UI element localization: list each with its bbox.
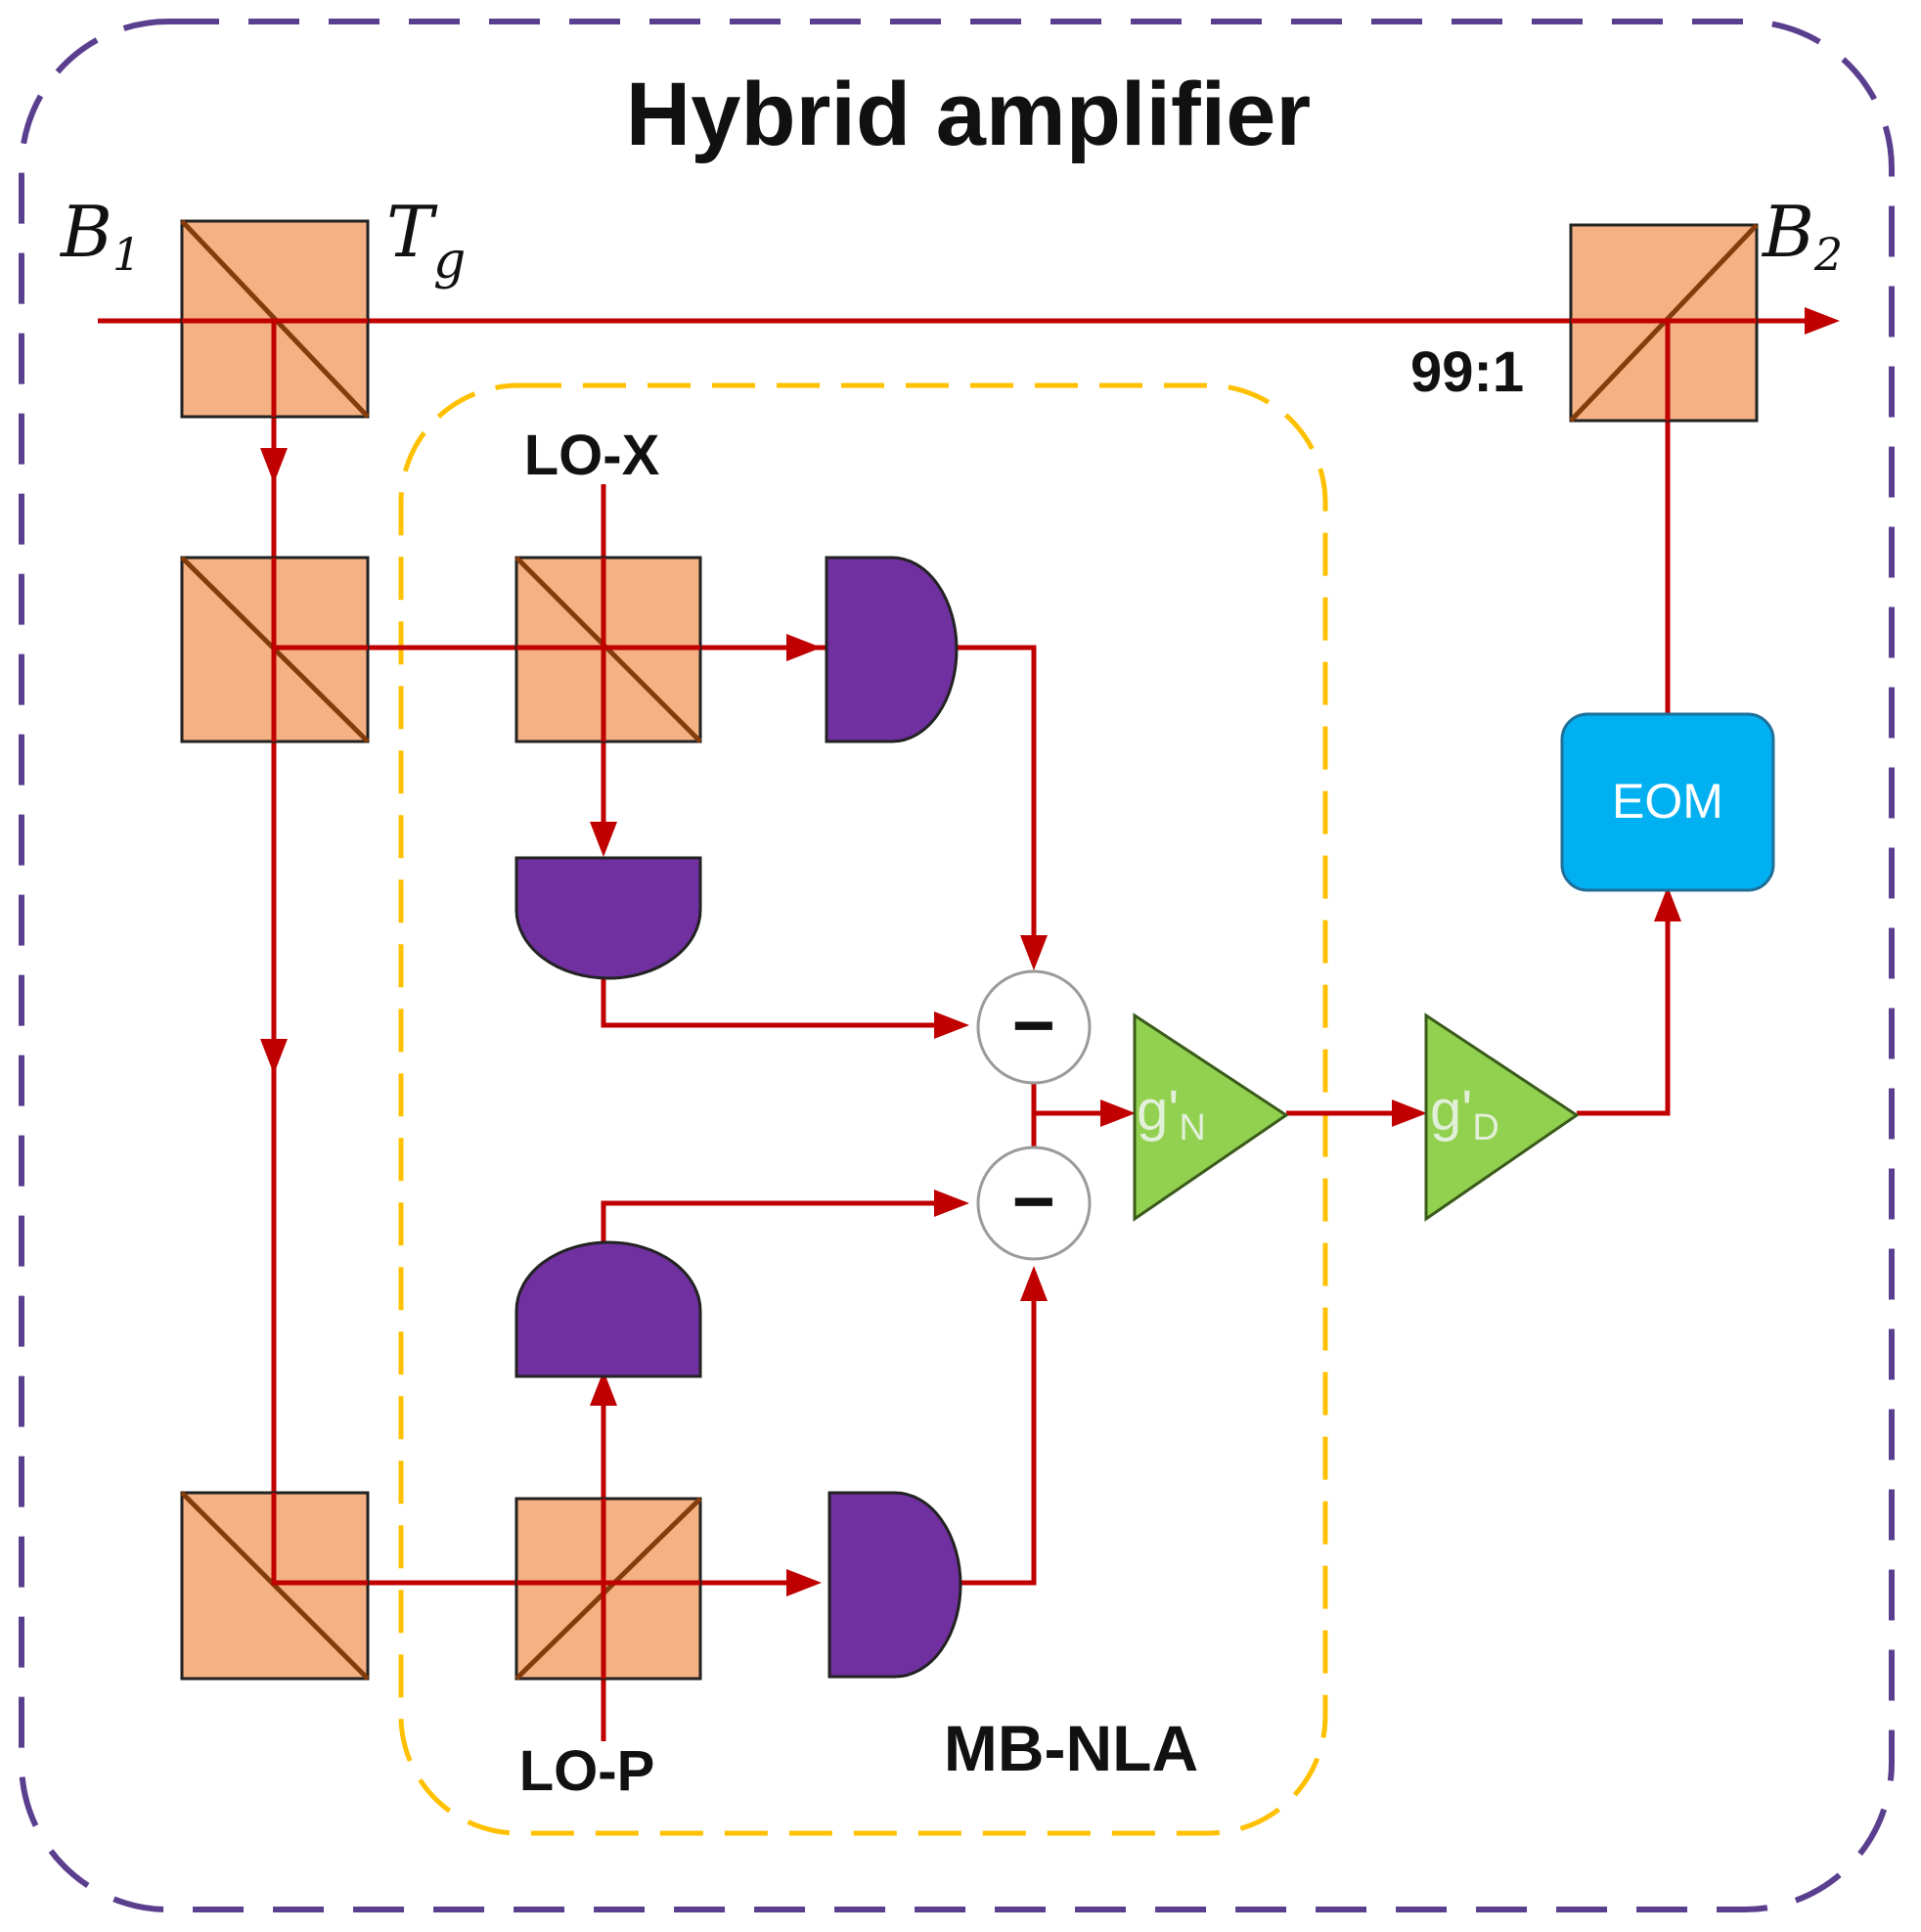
svg-text:−: − <box>1012 984 1055 1067</box>
gain-amplifier-n: g'N <box>1133 1012 1289 1222</box>
subtractor-x: − <box>976 969 1092 1085</box>
detector-p-b <box>514 1240 702 1378</box>
gain-n-label: g'N <box>1137 1079 1206 1148</box>
svg-text:EOM: EOM <box>1612 774 1723 829</box>
eom-block: EOM <box>1560 712 1775 892</box>
detector-p-a <box>827 1491 962 1679</box>
output-port-label: B2 <box>1761 191 1843 281</box>
tap-label: Tg <box>386 191 466 291</box>
homodyne-splitter-p <box>514 1497 702 1681</box>
p-det-b-out <box>601 1190 969 1247</box>
lo-x-label: LO-X <box>524 424 660 487</box>
gain-d-label: g'D <box>1430 1079 1499 1148</box>
input-port-label: B1 <box>59 191 141 281</box>
x-det-a-out <box>957 645 1048 970</box>
lo-p-label: LO-P <box>519 1739 655 1803</box>
detector-x-b <box>514 856 702 980</box>
subtractor-p: − <box>976 1146 1092 1261</box>
mb-nla-border <box>398 382 1328 1836</box>
x-det-b-out <box>601 978 969 1039</box>
gain-d-to-eom <box>1577 886 1681 1116</box>
split-ratio-label: 99:1 <box>1410 340 1524 404</box>
p-det-a-out <box>960 1266 1048 1586</box>
gain-amplifier-d: g'D <box>1424 1012 1580 1222</box>
detector-x-a <box>825 556 959 743</box>
svg-text:−: − <box>1012 1160 1055 1243</box>
diagram-title: Hybrid amplifier <box>626 65 1311 164</box>
mb-nla-label: MB-NLA <box>944 1712 1198 1784</box>
hybrid-amplifier-border <box>19 19 1895 1912</box>
